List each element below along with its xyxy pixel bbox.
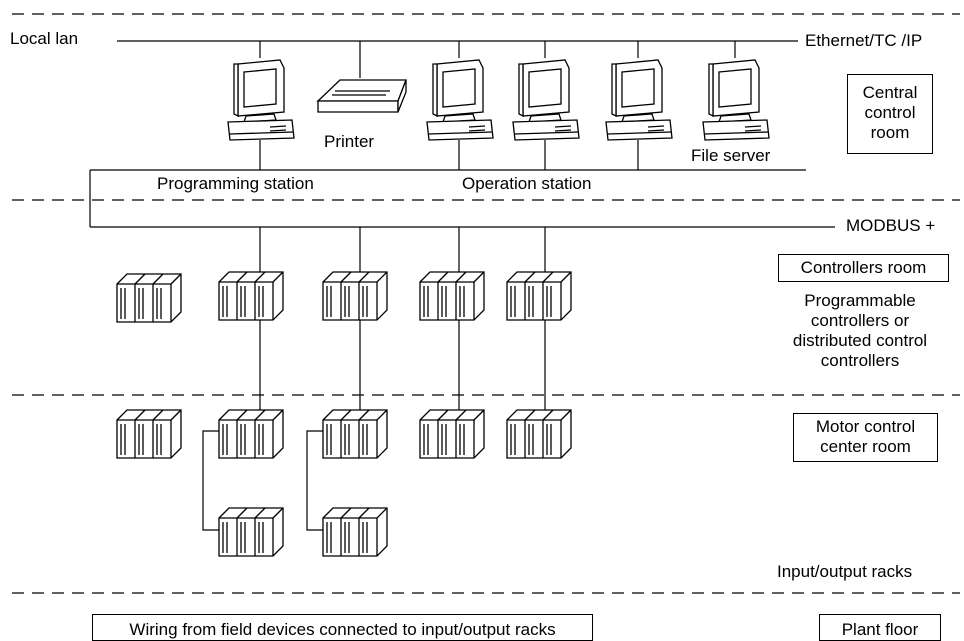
plc-description: Programmable controllers or distributed … [760,291,960,371]
file-server-label: File server [691,146,771,165]
programming-station-computer [227,59,295,141]
controller-rack [419,271,485,321]
plc-line-4: controllers [820,351,900,370]
operation-station-computer-2 [512,59,580,141]
io-rack [322,507,388,557]
controllers-room-label: Controllers room [778,254,949,282]
network-lines [89,40,835,531]
mcc-rack [419,409,485,459]
operation-station-label: Operation station [462,174,592,193]
file-server-computer [702,59,770,141]
mcc-rack [218,409,284,459]
controller-rack [116,273,182,323]
operation-station-computer-3 [605,59,673,141]
modbus-label: MODBUS + [846,216,936,235]
zone-separators [12,13,960,594]
plc-line-1: Programmable [804,291,916,310]
plc-line-3: distributed control [792,331,928,350]
mcc-rack [116,409,182,459]
operation-station-computer-1 [426,59,494,141]
central-line-2: control [864,103,916,122]
io-racks-label: Input/output racks [777,562,913,581]
central-line-3: room [870,123,910,142]
mcc-line-2: center room [820,437,911,456]
plc-line-2: controllers or [810,311,910,330]
printer-device [316,79,407,113]
ethernet-label: Ethernet/TC /IP [805,31,923,50]
motor-control-center-room-label: Motor control center room [793,413,938,462]
mcc-line-1: Motor control [815,417,916,436]
controller-rack [322,271,388,321]
central-line-1: Central [862,83,918,102]
controller-rack [218,271,284,321]
field-wiring-label: Wiring from field devices connected to i… [92,614,593,641]
local-lan-label: Local lan [10,29,79,48]
mcc-rack [506,409,572,459]
programming-station-label: Programming station [157,174,314,193]
plant-floor-label: Plant floor [819,614,941,641]
printer-label: Printer [324,132,375,151]
central-control-room-label: Central control room [847,74,933,154]
io-rack [218,507,284,557]
controller-rack [506,271,572,321]
mcc-rack [322,409,388,459]
